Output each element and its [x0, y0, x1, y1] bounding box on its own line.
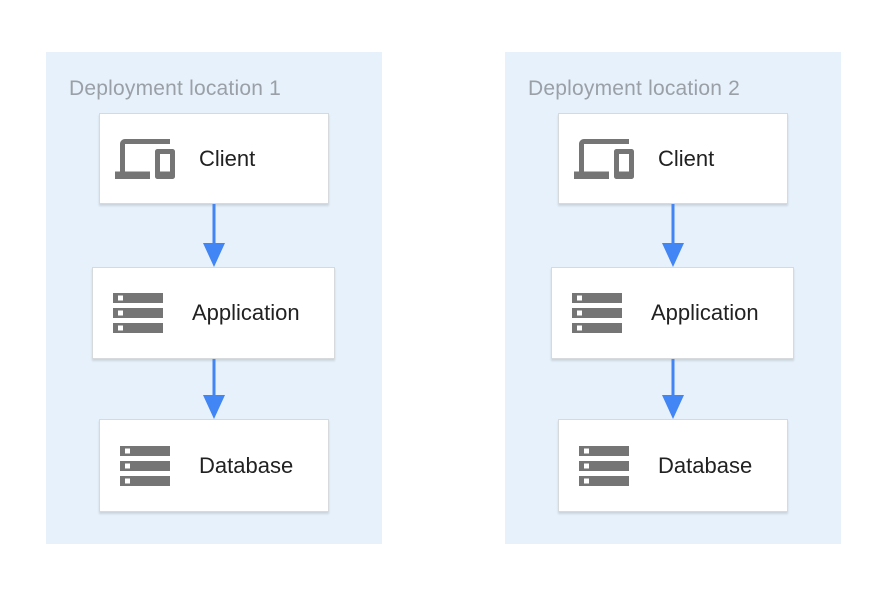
storage-icon: [572, 293, 622, 333]
arrow-down-icon: [662, 359, 684, 419]
node-label: Database: [658, 452, 753, 478]
devices-icon: [574, 138, 634, 179]
node-label: Database: [199, 452, 294, 478]
node-label: Application: [192, 300, 300, 325]
node-client: Client: [99, 113, 329, 204]
arrow-down-icon: [662, 204, 684, 267]
node-database: Database: [99, 419, 329, 512]
node-application: Application: [92, 267, 335, 359]
node-label: Client: [199, 145, 256, 171]
deployment-location-1-panel: Deployment location 1 Client Application…: [46, 52, 382, 544]
panel-title: Deployment location 2: [528, 77, 740, 100]
arrow-down-icon: [203, 359, 225, 419]
arrow-down-icon: [203, 204, 225, 267]
storage-icon: [113, 293, 163, 333]
deployment-location-2-panel: Deployment location 2 Client Application…: [505, 52, 841, 544]
storage-icon: [579, 445, 629, 486]
devices-icon: [115, 138, 175, 179]
node-database: Database: [558, 419, 788, 512]
storage-icon: [120, 445, 170, 486]
panel-title: Deployment location 1: [69, 77, 281, 100]
node-label: Application: [651, 300, 759, 325]
node-label: Client: [658, 145, 715, 171]
node-application: Application: [551, 267, 794, 359]
node-client: Client: [558, 113, 788, 204]
